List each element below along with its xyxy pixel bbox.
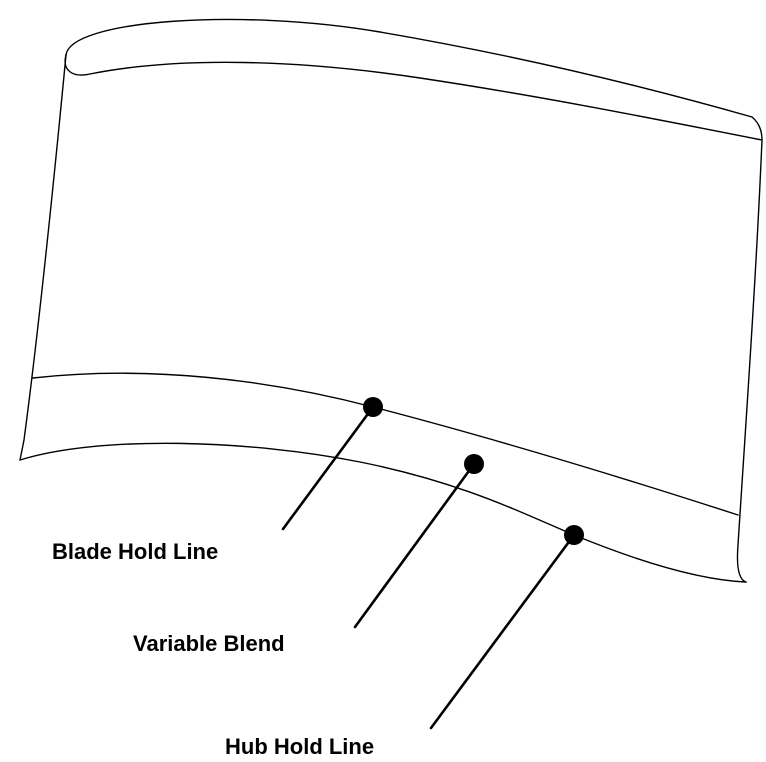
blade-tip-edge <box>65 18 753 118</box>
blade-hold-line-label: Blade Hold Line <box>52 539 218 564</box>
blade-tip-thickness <box>64 54 763 141</box>
hub-hold-line-curve <box>19 442 747 583</box>
blade-hold-line-marker <box>363 397 383 417</box>
hub-hold-line-label: Hub Hold Line <box>225 734 374 759</box>
variable-blend-leader <box>353 462 476 629</box>
blade-hold-line-leader <box>281 405 375 531</box>
variable-blend-marker <box>464 454 484 474</box>
blade-leading-edge <box>19 54 67 461</box>
blade-tip-corner <box>751 116 763 141</box>
blade-trailing-edge <box>736 139 763 583</box>
variable-blend-label: Variable Blend <box>133 631 285 656</box>
hub-hold-line-leader <box>429 533 576 730</box>
hub-hold-line-marker <box>564 525 584 545</box>
